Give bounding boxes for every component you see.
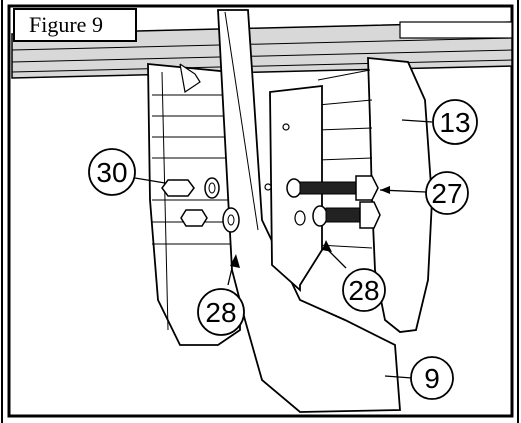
- figure-label: Figure 9: [13, 8, 137, 42]
- callout-9: 9: [410, 356, 454, 400]
- callout-30-label: 30: [96, 157, 127, 188]
- callout-28-lower-left: 28: [197, 288, 245, 336]
- callout-13: 13: [432, 99, 478, 145]
- leader-lines: [134, 119, 433, 379]
- bolt-assembly-27: [264, 175, 379, 201]
- callout-27-label: 27: [431, 178, 462, 209]
- bolt-assembly-28: [294, 201, 381, 229]
- callout-27: 27: [425, 171, 469, 215]
- callout-28-lower-left-label: 28: [205, 297, 236, 328]
- callout-9-label: 9: [424, 363, 440, 394]
- callout-13-label: 13: [439, 107, 470, 138]
- bolt-assembly-30: [161, 177, 240, 233]
- callout-28-center: 28: [342, 268, 386, 312]
- callout-30: 30: [88, 148, 136, 196]
- callout-28-center-label: 28: [348, 275, 379, 306]
